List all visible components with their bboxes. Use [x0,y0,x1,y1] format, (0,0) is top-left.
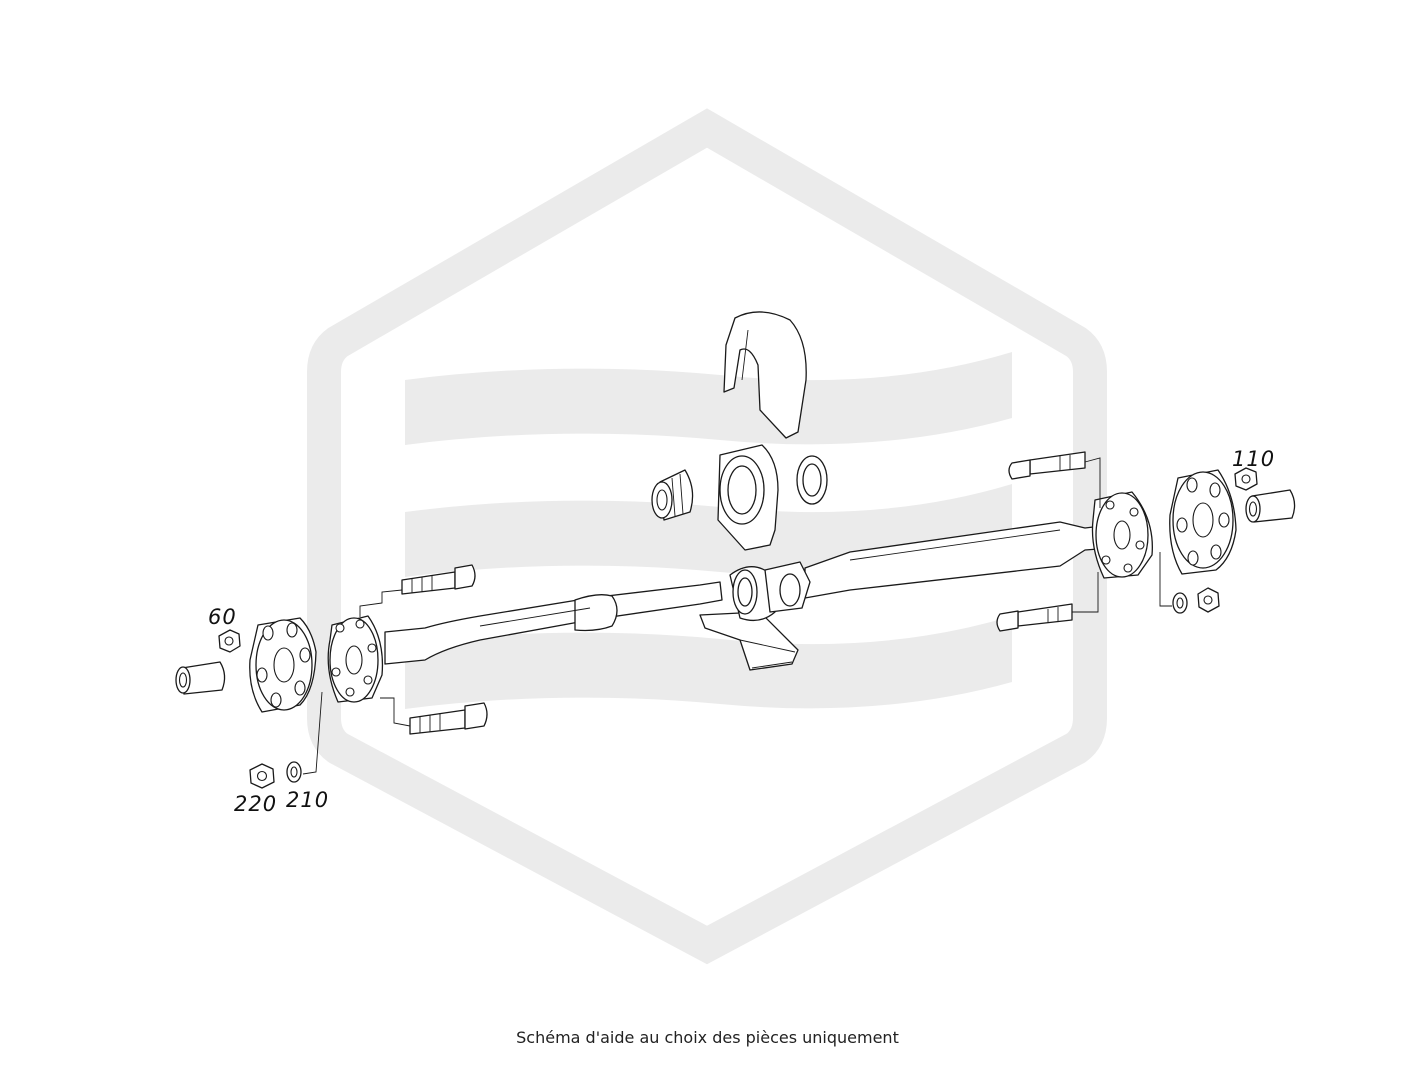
right-sleeve[interactable] [1245,489,1296,523]
callout-220: 220 [234,792,277,816]
bearing-ring[interactable] [796,455,828,505]
washer-210[interactable] [286,761,302,783]
right-lower-bolt[interactable] [996,603,1073,632]
hexagon-logo-watermark-icon [307,108,1107,965]
right-flex-disc[interactable] [1169,469,1237,575]
left-sleeve[interactable] [175,661,226,695]
propeller-shaft[interactable] [384,521,1113,665]
left-flange[interactable] [327,615,384,703]
right-flange[interactable] [1091,491,1153,579]
bearing-clamp[interactable] [723,311,807,439]
leader-lines [302,457,1172,775]
callout-210: 210 [286,788,329,812]
bearing-housing[interactable] [717,444,779,551]
bearing-sleeve[interactable] [651,469,694,521]
left-upper-bolt[interactable] [401,564,476,595]
nut-110[interactable] [1234,467,1258,491]
nut-220[interactable] [249,763,275,789]
left-flex-disc[interactable] [249,617,317,713]
callout-60: 60 [208,605,237,629]
right-upper-bolt[interactable] [1008,451,1086,480]
center-bearing-bracket[interactable] [699,561,811,671]
left-lower-bolt[interactable] [409,702,488,735]
nut-60[interactable] [218,629,241,653]
callout-110: 110 [1232,447,1275,471]
right-washer[interactable] [1172,592,1188,614]
right-nut[interactable] [1197,587,1220,613]
diagram-caption: Schéma d'aide au choix des pièces unique… [516,1028,899,1047]
